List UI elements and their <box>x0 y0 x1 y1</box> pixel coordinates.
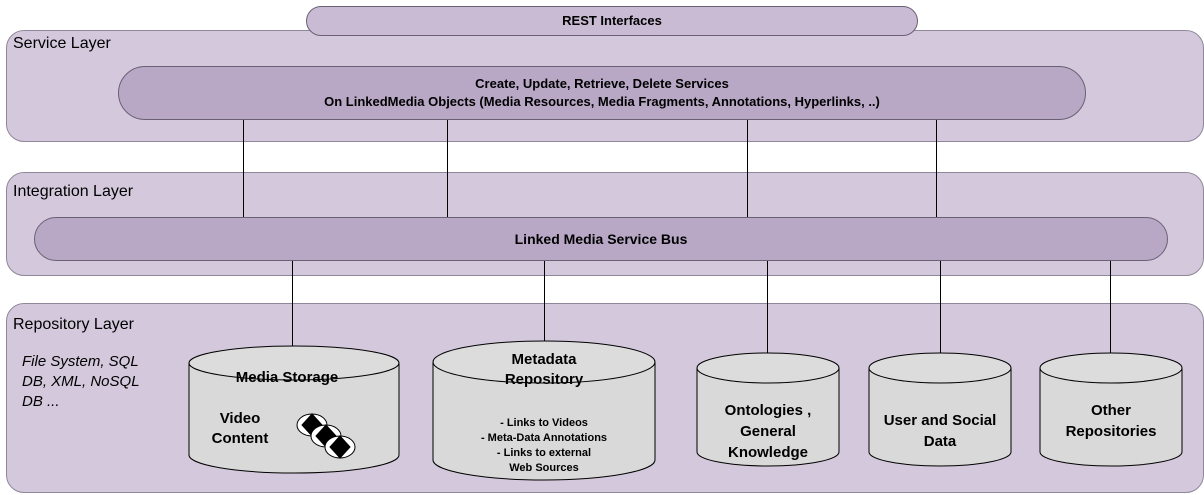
other-repositories-label: Other Repositories <box>1039 400 1183 442</box>
connector-line <box>243 120 244 218</box>
cylinder-shape <box>696 352 840 467</box>
connector-line <box>292 261 293 353</box>
crud-services-pill: Create, Update, Retrieve, Delete Service… <box>118 66 1086 120</box>
crud-services-line2: On LinkedMedia Objects (Media Resources,… <box>324 94 880 109</box>
rest-interfaces-label: REST Interfaces <box>562 13 662 28</box>
ontologies-line: General <box>740 423 796 440</box>
metadata-title-line: Metadata <box>511 351 577 368</box>
service-layer-title: Service Layer <box>13 35 111 52</box>
cylinder-shape <box>432 340 656 481</box>
ontologies-line: Knowledge <box>727 444 808 461</box>
connector-line <box>447 120 448 218</box>
connector-line <box>544 261 545 341</box>
repository-note-line: DB ... <box>22 393 60 410</box>
cylinder-shape <box>1039 352 1183 467</box>
service-bus-pill: Linked Media Service Bus <box>34 217 1168 261</box>
connector-line <box>767 261 768 353</box>
user-social-data-label: User and Social Data <box>868 410 1012 452</box>
user-social-data-cylinder: User and Social Data <box>868 352 1012 468</box>
repository-note-line: DB, XML, NoSQL <box>22 373 140 390</box>
media-storage-cylinder: Media Storage Video Content <box>188 345 400 475</box>
connector-line <box>936 120 937 218</box>
metadata-item: Web Sources <box>509 462 579 474</box>
other-repositories-line: Other <box>1090 402 1131 419</box>
repository-types-note: File System, SQL DB, XML, NoSQL DB ... <box>22 352 140 412</box>
cylinder-shape <box>868 352 1012 467</box>
integration-layer-title: Integration Layer <box>13 183 134 200</box>
other-repositories-line: Repositories <box>1065 423 1157 440</box>
metadata-repository-cylinder: Metadata Repository - Links to Videos - … <box>432 340 656 482</box>
crud-services-line1: Create, Update, Retrieve, Delete Service… <box>475 76 729 91</box>
film-reel-icon <box>296 413 356 459</box>
metadata-title-line: Repository <box>504 371 584 388</box>
rest-interfaces-pill: REST Interfaces <box>306 6 918 36</box>
ontologies-label: Ontologies , General Knowledge <box>696 400 840 463</box>
metadata-items: - Links to Videos - Meta-Data Annotation… <box>432 416 656 476</box>
video-content-line: Content <box>211 430 269 447</box>
metadata-item: - Links to Videos <box>500 417 588 429</box>
service-bus-label: Linked Media Service Bus <box>514 231 688 247</box>
user-social-line: Data <box>923 433 957 450</box>
metadata-item: - Links to external <box>496 447 592 459</box>
media-storage-title: Media Storage <box>235 369 339 386</box>
connector-line <box>1110 261 1111 353</box>
video-content-label: Video Content <box>200 409 280 449</box>
video-content-line: Video <box>219 410 261 427</box>
other-repositories-cylinder: Other Repositories <box>1039 352 1183 468</box>
ontologies-cylinder: Ontologies , General Knowledge <box>696 352 840 468</box>
user-social-line: User and Social <box>883 412 997 429</box>
ontologies-line: Ontologies , <box>724 402 812 419</box>
metadata-repository-title: Metadata Repository <box>432 350 656 390</box>
repository-note-line: File System, SQL <box>22 353 139 370</box>
connector-line <box>747 120 748 218</box>
repository-layer-title: Repository Layer <box>13 316 134 333</box>
metadata-item: - Meta-Data Annotations <box>480 432 608 444</box>
connector-line <box>940 261 941 353</box>
